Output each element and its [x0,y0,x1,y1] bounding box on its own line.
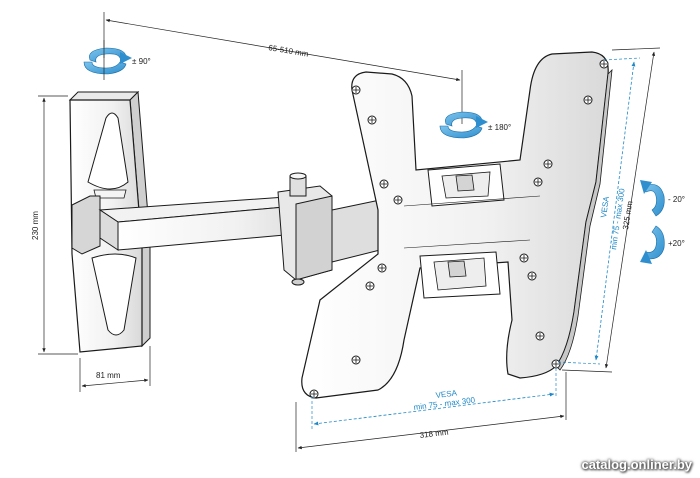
screw-hole [583,95,593,105]
screw-hole [367,115,377,125]
screw-hole [379,179,389,189]
tv-mounting-plate [301,51,613,399]
tilt-down-label: +20° [668,239,685,248]
rotate-arrow-icon [439,111,488,139]
screw-hole [365,281,375,291]
screw-hole [309,389,319,399]
watermark: catalog.onliner.by [581,457,692,472]
tilt-down-arrow-icon [640,225,665,264]
wall-plate-height-dimension: 230 mm [31,95,78,355]
tilt-up-arrow-icon [640,180,665,217]
swivel-arrow-icon [83,40,132,80]
screw-hole [535,331,545,341]
screw-hole [519,253,529,263]
screw-hole [393,195,403,205]
arm-reach-label: 65-510 mm [268,43,310,59]
wall-plate-depth-dimension: 81 mm [79,346,151,392]
tilt-up-label: - 20° [668,195,685,204]
screw-hole [527,271,537,281]
swing-arm [71,172,381,286]
wall-plate-depth-label: 81 mm [96,371,121,380]
screw-hole [551,359,561,369]
vesa-vertical-title: VESA [599,195,611,218]
screw-hole [543,159,553,169]
screw-hole [599,59,609,69]
wall-plate-height-label: 230 mm [31,211,40,240]
vesa-horizontal-title: VESA [435,388,458,400]
rotate-angle-label: ± 180° [488,123,511,132]
plate-width-label: 318 mm [419,428,449,440]
screw-hole [351,85,361,95]
screw-hole [533,177,543,187]
screw-hole [377,263,387,273]
screw-hole [351,355,361,365]
swivel-angle-label: ± 90° [132,57,151,66]
